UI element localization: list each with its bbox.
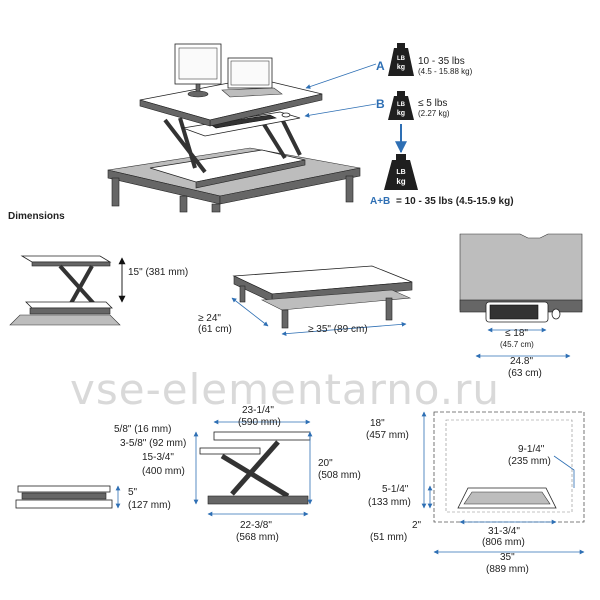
depth-dimension xyxy=(231,297,269,327)
base-width-in: 31-3/4" xyxy=(488,526,520,537)
weight-a-range: 10 - 35 lbs xyxy=(418,56,465,67)
base-depth-in: 22-3/8" xyxy=(240,520,272,531)
kb-width-mm: (63 cm) xyxy=(508,368,542,379)
tray-mm: (133 mm) xyxy=(368,497,411,508)
weight-b-range: ≤ 5 lbs xyxy=(418,98,447,109)
svg-text:kg: kg xyxy=(397,64,405,71)
collapsed-mm: (127 mm) xyxy=(128,500,171,511)
side-elevation-diagram xyxy=(199,431,311,505)
footprint-diagram xyxy=(232,265,413,329)
svg-text:LB: LB xyxy=(397,102,406,108)
max-height-in: 20" xyxy=(318,458,333,469)
depth-mm: (61 cm) xyxy=(198,324,232,335)
section-title: Dimensions xyxy=(8,211,65,222)
max-height-mm: (508 mm) xyxy=(318,470,361,481)
kb-width-in: 24.8" xyxy=(510,356,533,367)
svg-text:kg: kg xyxy=(396,177,405,186)
kb-offset: 3-5/8" (92 mm) xyxy=(120,438,186,449)
base-width-mm: (806 mm) xyxy=(482,537,525,548)
weight-icon-b: LB kg xyxy=(388,91,414,120)
top-height-in: 18" xyxy=(370,418,385,429)
collapsed-diagram xyxy=(15,485,113,509)
kb-mm: (45.7 cm) xyxy=(500,340,534,349)
weight-b-metric: (2.27 kg) xyxy=(418,109,450,118)
lift-height: 15" (381 mm) xyxy=(128,267,188,278)
slot-in: 9-1/4" xyxy=(518,444,545,455)
back-view-diagram xyxy=(459,233,583,323)
slot-leader xyxy=(553,455,575,488)
total-prefix: A+B xyxy=(370,196,390,207)
label-b: B xyxy=(376,97,385,111)
weight-icon-total: LB kg xyxy=(384,154,418,190)
top-depth-in: 23-1/4" xyxy=(242,405,274,416)
top-thickness: 5/8" (16 mm) xyxy=(114,424,171,435)
side-lift-diagram xyxy=(9,255,121,326)
tray-offset-mm: (51 mm) xyxy=(370,532,407,543)
collapsed-in: 5" xyxy=(128,487,138,498)
tray-in: 5-1/4" xyxy=(382,484,409,495)
arrow-b xyxy=(304,103,377,118)
tray-offset-in: 2" xyxy=(412,520,422,531)
kb-height-in: 15-3/4" xyxy=(142,452,174,463)
svg-text:kg: kg xyxy=(397,110,405,117)
total-capacity: = 10 - 35 lbs (4.5-15.9 kg) xyxy=(396,196,514,207)
top-view-diagram xyxy=(433,411,585,523)
hero-illustration xyxy=(107,43,361,213)
kb-height-mm: (400 mm) xyxy=(142,466,185,477)
arrow-a xyxy=(305,63,377,89)
depth-in: ≥ 24" xyxy=(198,313,221,324)
weight-a-metric: (4.5 - 15.88 kg) xyxy=(418,67,473,76)
total-width-mm: (889 mm) xyxy=(486,564,529,575)
width-in: ≥ 35" (89 cm) xyxy=(308,324,368,335)
slot-mm: (235 mm) xyxy=(508,456,551,467)
svg-text:LB: LB xyxy=(396,169,405,176)
total-width-in: 35" xyxy=(500,552,515,563)
top-depth-mm: (590 mm) xyxy=(238,417,281,428)
svg-text:LB: LB xyxy=(397,56,406,62)
weight-icon-a: LB kg xyxy=(388,43,414,76)
watermark: vse-elementarno.ru xyxy=(70,365,500,414)
label-a: A xyxy=(376,59,385,73)
top-height-mm: (457 mm) xyxy=(366,430,409,441)
kb-in: ≤ 18" xyxy=(505,328,528,339)
width-dimension xyxy=(281,321,407,337)
base-depth-mm: (568 mm) xyxy=(236,532,279,543)
